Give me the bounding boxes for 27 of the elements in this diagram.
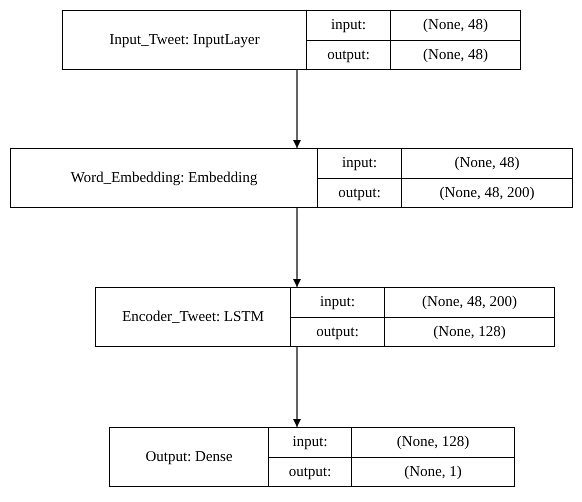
layer-box [95, 287, 555, 347]
layer-box [10, 148, 573, 208]
shape-value: (None, 128) [433, 324, 506, 340]
layer-box [109, 427, 515, 487]
port-label: input: [320, 294, 355, 311]
layer-name: Encoder_Tweet: LSTM [122, 308, 264, 326]
port-label: output: [288, 464, 332, 480]
shape-value: (None, 48) [423, 46, 488, 64]
shape-value: (None, 48, 200) [440, 184, 534, 202]
port-label: input: [342, 155, 377, 172]
layer-name: Output: Dense [145, 448, 233, 466]
port-label: input: [330, 17, 366, 34]
port-label: output: [316, 324, 359, 340]
shape-value: (None, 1) [404, 464, 462, 480]
port-label: input: [292, 434, 328, 451]
arrow [293, 208, 301, 287]
arrow [293, 70, 301, 148]
port-label: output: [338, 184, 381, 202]
shape-value: (None, 48) [454, 155, 520, 172]
port-label: output: [327, 46, 370, 64]
layer-box [62, 10, 521, 70]
layer-name: Word_Embedding: Embedding [70, 170, 258, 186]
shape-value: (None, 128) [396, 434, 470, 451]
shape-value: (None, 48, 200) [422, 294, 517, 311]
layer-name: Input_Tweet: InputLayer [109, 32, 260, 48]
arrow [293, 347, 301, 427]
shape-value: (None, 48) [423, 17, 488, 34]
